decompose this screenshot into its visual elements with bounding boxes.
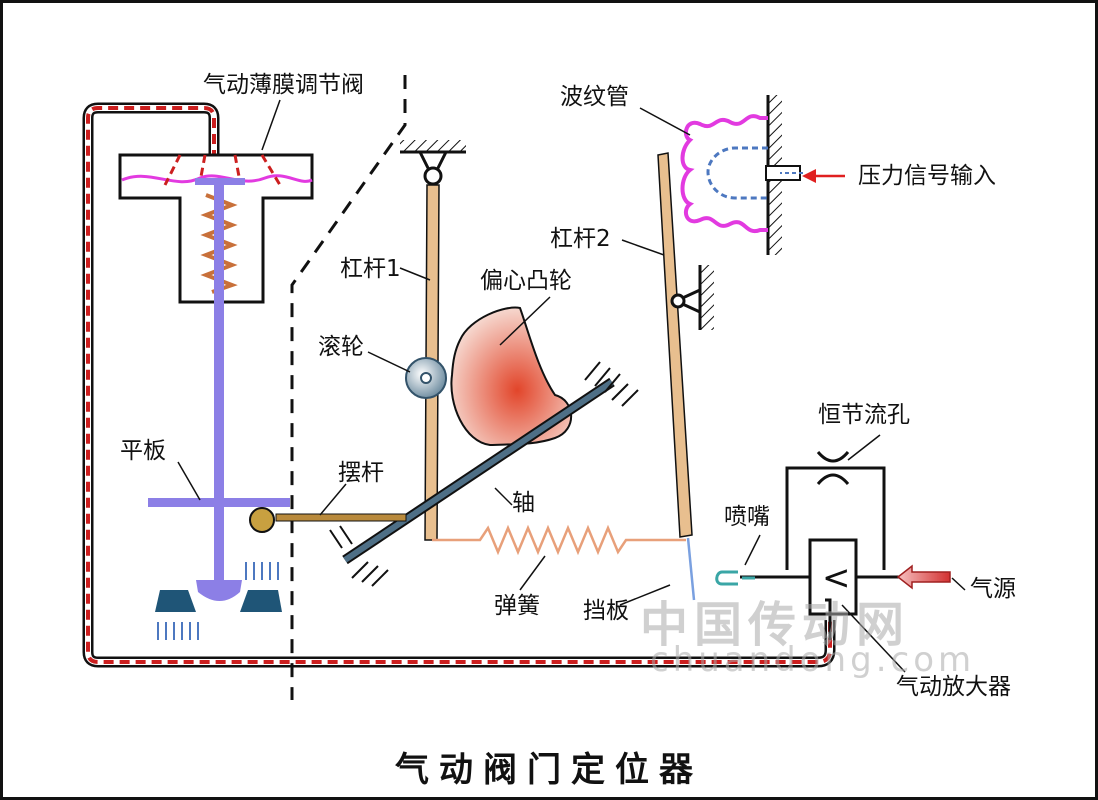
leader-lines	[177, 99, 966, 673]
label-pneumatic-amplifier: 气动放大器	[896, 674, 1011, 700]
label-swing-rod: 摆杆	[338, 460, 384, 486]
lever-2	[657, 152, 714, 538]
bellows	[680, 95, 845, 255]
amplifier-symbol: <	[822, 558, 851, 598]
valve-stem	[148, 185, 290, 601]
label-bellows: 波纹管	[560, 84, 629, 110]
label-lever-1: 杠杆1	[340, 256, 401, 282]
air-source-arrow	[896, 564, 951, 590]
valve-seat	[155, 562, 282, 640]
spring	[432, 524, 686, 556]
label-spring: 弹簧	[494, 593, 540, 619]
air-supply-line	[82, 102, 836, 668]
label-flat-plate: 平板	[120, 438, 166, 464]
shaft	[329, 361, 639, 587]
roller	[405, 357, 447, 399]
swing-rod	[249, 507, 407, 533]
label-baffle: 挡板	[583, 598, 629, 624]
flat-plate	[148, 498, 290, 507]
label-roller: 滚轮	[318, 334, 364, 360]
label-pressure-signal-input: 压力信号输入	[858, 163, 996, 189]
label-air-source: 气源	[970, 576, 1016, 602]
label-eccentric-cam: 偏心凸轮	[480, 268, 572, 294]
baffle	[686, 537, 696, 601]
pneumatic-amplifier	[715, 451, 900, 640]
label-shaft: 轴	[512, 490, 535, 516]
eccentric-cam	[450, 306, 573, 447]
diagram-title: 气动阀门定位器	[395, 750, 703, 790]
housing-boundary	[290, 75, 407, 700]
label-nozzle: 喷嘴	[724, 504, 770, 530]
label-diaphragm-valve: 气动薄膜调节阀	[203, 72, 364, 98]
watermark-main: 中国传动网	[640, 597, 911, 653]
label-constant-orifice: 恒节流孔	[818, 402, 910, 428]
watermark-sub: chuandong.com	[650, 640, 976, 680]
label-lever-2: 杠杆2	[550, 226, 611, 252]
